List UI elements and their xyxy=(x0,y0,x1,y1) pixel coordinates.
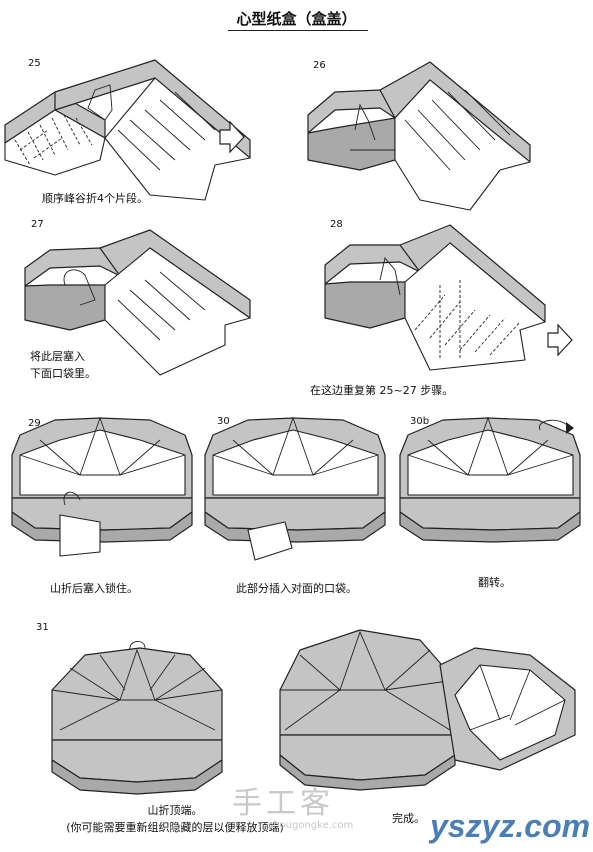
step-27-drawing xyxy=(24,229,251,376)
step-25-caption: 顺序峰谷折4个片段。 xyxy=(42,192,148,205)
step-25-number: 25 xyxy=(28,58,41,69)
step-28-number: 28 xyxy=(330,219,343,230)
watermark-brand: yszyz.com xyxy=(430,808,591,844)
step-29-number: 29 xyxy=(28,418,41,429)
step-30-drawing xyxy=(204,416,386,561)
watermark-shougongke: 手工客 xyxy=(232,786,334,821)
step-30b-number: 30b xyxy=(410,416,430,427)
step-27-caption: 将此层塞入 下面口袋里。 xyxy=(30,350,96,380)
step-29-drawing xyxy=(11,416,193,557)
step-26-drawing xyxy=(307,61,531,211)
step-28-caption: 在这边重复第 25~27 步骤。 xyxy=(310,384,454,397)
step-31-caption: 山折顶端。 (你可能需要重新组织隐藏的层以便释放顶端) xyxy=(66,804,284,834)
step-30-caption: 此部分插入对面的口袋。 xyxy=(236,582,357,595)
finished-box-drawing xyxy=(279,629,576,791)
step-30-number: 30 xyxy=(217,416,230,427)
finished-caption: 完成。 xyxy=(392,812,425,825)
watermark-site: shougongke.com xyxy=(268,820,354,831)
step-29-caption: 山折后塞入锁住。 xyxy=(50,582,138,595)
title-underline xyxy=(228,30,368,31)
step-31-drawing xyxy=(51,641,223,795)
step-30b-caption: 翻转。 xyxy=(478,576,511,589)
step-25-drawing xyxy=(4,59,251,201)
step-26-number: 26 xyxy=(313,60,326,71)
step-30b-drawing xyxy=(399,416,581,543)
step-28-drawing xyxy=(324,224,573,371)
step-27-number: 27 xyxy=(31,219,44,230)
page-title: 心型纸盒（盒盖） xyxy=(236,10,357,28)
step-31-number: 31 xyxy=(36,622,49,633)
